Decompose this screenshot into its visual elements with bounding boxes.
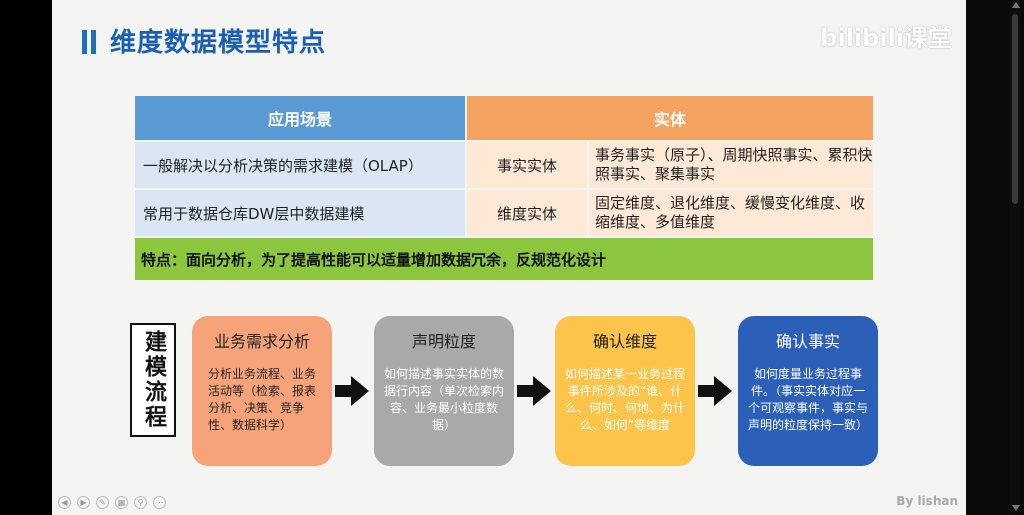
arrow-right-icon xyxy=(335,376,369,406)
title-accent-bar xyxy=(91,30,96,54)
slide-toolbar: ◀ ▶ ✎ ▦ ⚲ ⋯ xyxy=(58,496,166,509)
header-entity: 实体 xyxy=(467,96,873,140)
step-body: 如何描述某一业务过程事件所涉及的“谁、什么、何时、何地、为什么、如何”等维度 xyxy=(564,367,685,432)
left-pane xyxy=(0,0,52,515)
title-accent-bar xyxy=(82,30,87,54)
arrow-right-icon xyxy=(698,376,732,406)
arrow-right-icon xyxy=(517,376,551,406)
flow-label-box: 建模流程 xyxy=(130,323,176,437)
table-row: 常用于数据仓库DW层中数据建模 维度实体 固定维度、退化维度、缓慢变化维度、收缩… xyxy=(135,190,873,236)
step-identify-dimensions: 确认维度 如何描述某一业务过程事件所涉及的“谁、什么、何时、何地、为什么、如何”… xyxy=(555,316,695,466)
pen-icon[interactable]: ✎ xyxy=(96,496,109,509)
step-title: 业务需求分析 xyxy=(213,332,310,351)
scrollbar-track[interactable] xyxy=(1010,0,1020,515)
step-identify-facts: 确认事实 如何度量业务过程事件。（事实实体对应一个可观察事件，事实与声明的粒度保… xyxy=(738,316,878,466)
step-body: 分析业务流程、业务活动等（检索、报表分析、决策、竞争性、数据科学） xyxy=(208,367,317,432)
more-icon[interactable]: ⋯ xyxy=(153,496,166,509)
row-scene: 一般解决以分析决策的需求建模（OLAP） xyxy=(135,142,465,188)
step-body: 如何度量业务过程事件。（事实实体对应一个可观察事件，事实与声明的粒度保持一致） xyxy=(747,367,868,432)
table-header-row: 应用场景 实体 xyxy=(135,96,873,140)
slide: 维度数据模型特点 bilibili课堂 应用场景 实体 一般解决以分析决策的需求… xyxy=(52,0,966,515)
row-desc: 事务事实（原子）、周期快照事实、累积快照事实、聚集事实 xyxy=(589,142,873,188)
next-slide-icon[interactable]: ▶ xyxy=(77,496,90,509)
zoom-icon[interactable]: ⚲ xyxy=(134,496,147,509)
bilibili-logo: bilibili课堂 xyxy=(820,24,952,52)
step-title: 确认维度 xyxy=(592,332,657,351)
scroll-up-icon[interactable] xyxy=(1012,2,1020,8)
table-row: 一般解决以分析决策的需求建模（OLAP） 事实实体 事务事实（原子）、周期快照事… xyxy=(135,142,873,188)
feature-bar: 特点：面向分析，为了提高性能可以适量增加数据冗余，反规范化设计 xyxy=(135,238,873,280)
flow-label: 建模流程 xyxy=(141,330,166,430)
step-title: 确认事实 xyxy=(775,332,840,351)
row-entity: 维度实体 xyxy=(467,190,587,236)
prev-slide-icon[interactable]: ◀ xyxy=(58,496,71,509)
author-byline: By lishan xyxy=(896,494,958,508)
slide-title: 维度数据模型特点 xyxy=(110,28,327,58)
row-scene: 常用于数据仓库DW层中数据建模 xyxy=(135,190,465,236)
header-scene: 应用场景 xyxy=(135,96,465,140)
row-desc: 固定维度、退化维度、缓慢变化维度、收缩维度、多值维度 xyxy=(589,190,873,236)
feature-text: 特点：面向分析，为了提高性能可以适量增加数据冗余，反规范化设计 xyxy=(141,250,607,269)
scrollbar-thumb[interactable] xyxy=(1012,14,1018,204)
step-requirements-analysis: 业务需求分析 分析业务流程、业务活动等（检索、报表分析、决策、竞争性、数据科学） xyxy=(192,316,332,466)
step-title: 声明粒度 xyxy=(411,332,476,351)
scroll-down-icon[interactable] xyxy=(1012,505,1020,511)
step-body: 如何描述事实实体的数据行内容（单次检索内容、业务最小粒度数据） xyxy=(383,367,504,432)
step-declare-grain: 声明粒度 如何描述事实实体的数据行内容（单次检索内容、业务最小粒度数据） xyxy=(374,316,514,466)
slides-grid-icon[interactable]: ▦ xyxy=(115,496,128,509)
row-entity: 事实实体 xyxy=(467,142,587,188)
